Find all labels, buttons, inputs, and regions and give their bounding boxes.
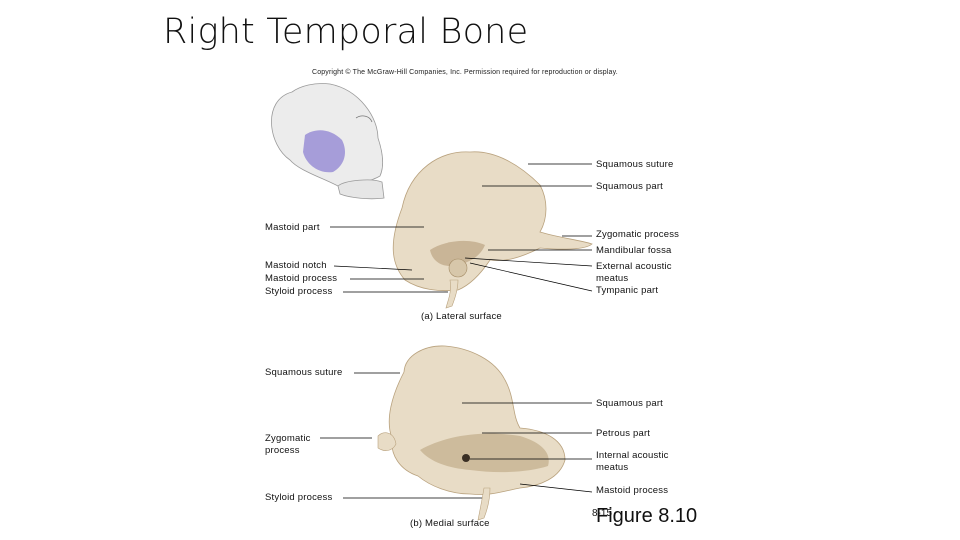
label-medial-internal-acoustic-meatus-line1: Internal acoustic xyxy=(596,450,669,461)
leader-lateral-mastoid-notch xyxy=(333,265,413,271)
leader-lateral-external-acoustic-meatus xyxy=(464,257,593,267)
label-lateral-external-acoustic-meatus-line2: meatus xyxy=(596,273,629,284)
caption-medial-surface: (b) Medial surface xyxy=(410,518,490,529)
figure-label: Figure 8.10 xyxy=(596,505,698,527)
page-number: 8-15 xyxy=(592,508,613,519)
label-medial-zygomatic-process-line2: process xyxy=(265,445,300,456)
medial-bone-illustration xyxy=(377,345,566,521)
label-lateral-styloid-process: Styloid process xyxy=(265,286,333,297)
label-lateral-external-acoustic-meatus-line1: External acoustic xyxy=(596,261,672,272)
label-lateral-tympanic-part: Tympanic part xyxy=(596,285,659,296)
label-lateral-mastoid-part: Mastoid part xyxy=(265,222,320,233)
label-lateral-zygomatic-process: Zygomatic process xyxy=(596,229,680,240)
label-lateral-squamous-part: Squamous part xyxy=(596,181,664,192)
medial-leader-lines xyxy=(320,372,593,499)
label-medial-styloid-process: Styloid process xyxy=(265,492,333,503)
label-lateral-mastoid-notch: Mastoid notch xyxy=(265,260,327,271)
label-medial-squamous-part: Squamous part xyxy=(596,398,664,409)
page-title: Right Temporal Bone xyxy=(163,12,529,52)
copyright-notice: Copyright © The McGraw-Hill Companies, I… xyxy=(312,69,618,76)
label-medial-mastoid-process: Mastoid process xyxy=(596,485,669,496)
label-medial-zygomatic-process-line1: Zygomatic xyxy=(265,433,311,444)
skull-inset-illustration xyxy=(271,83,385,200)
lateral-leader-lines xyxy=(330,163,593,293)
label-medial-petrous-part: Petrous part xyxy=(596,428,651,439)
lateral-bone-illustration xyxy=(392,151,593,309)
label-lateral-mandibular-fossa: Mandibular fossa xyxy=(596,245,672,256)
label-medial-squamous-suture: Squamous suture xyxy=(265,367,343,378)
label-medial-internal-acoustic-meatus-line2: meatus xyxy=(596,462,629,473)
caption-lateral-surface: (a) Lateral surface xyxy=(421,311,502,322)
label-lateral-mastoid-process: Mastoid process xyxy=(265,273,338,284)
leader-lateral-tympanic-part xyxy=(469,262,593,292)
label-lateral-squamous-suture: Squamous suture xyxy=(596,159,674,170)
leader-medial-mastoid-process xyxy=(519,483,593,493)
